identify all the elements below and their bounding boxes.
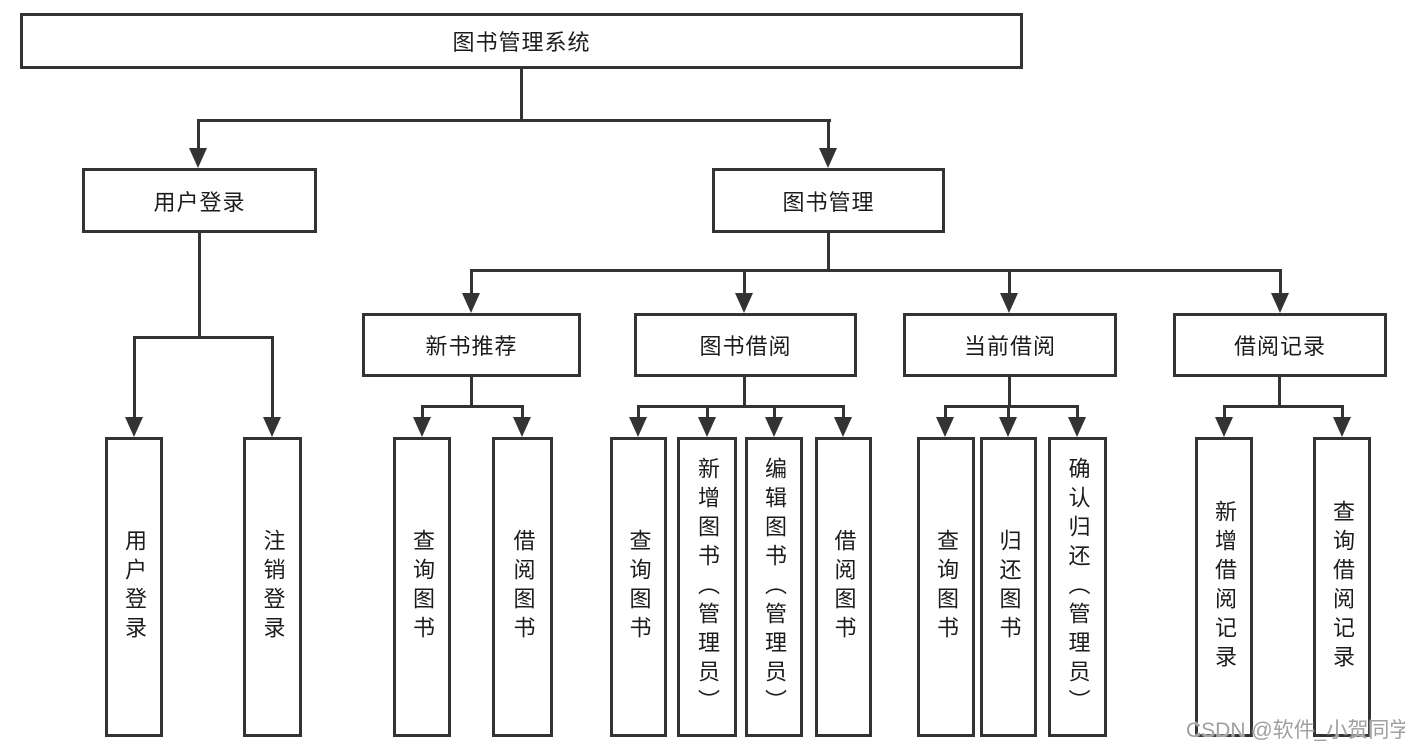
arrowhead-down-icon: [462, 293, 480, 313]
connector-root-stem: [520, 69, 523, 122]
leaf-box-logout: 注销登录: [243, 437, 302, 737]
arrowhead-down-icon: [765, 417, 783, 437]
arrowhead-down-icon: [413, 417, 431, 437]
node-box-book-management: 图书管理: [712, 168, 945, 233]
leaf-label-borrow-book-recommend: 借阅图书: [510, 529, 536, 645]
leaf-box-return-book: 归还图书: [980, 437, 1037, 737]
leaf-box-confirm-return-admin: 确认归还（管理员）: [1048, 437, 1107, 737]
arrowhead-down-icon: [698, 417, 716, 437]
arrowhead-down-icon: [263, 417, 281, 437]
node-label-book-management: 图书管理: [782, 189, 875, 215]
arrowhead-down-icon: [819, 148, 837, 168]
node-box-current-borrowing: 当前借阅: [903, 313, 1117, 377]
csdn-watermark: CSDN @软件_小贺同学: [1186, 719, 1405, 742]
node-box-new-book-recommend: 新书推荐: [362, 313, 581, 377]
leaf-box-add-book-admin: 新增图书（管理员）: [677, 437, 737, 737]
arrowhead-down-icon: [834, 417, 852, 437]
connector-bookborrow-stem: [743, 377, 746, 408]
node-label-current-borrowing: 当前借阅: [963, 334, 1056, 359]
connector-arrow-stem: [197, 119, 200, 153]
node-box-library-system: 图书管理系统: [20, 13, 1023, 69]
leaf-box-query-book-recommend: 查询图书: [393, 437, 451, 737]
arrowhead-down-icon: [629, 417, 647, 437]
leaf-box-user-login: 用户登录: [105, 437, 163, 737]
node-box-borrow-records: 借阅记录: [1173, 313, 1387, 377]
arrowhead-down-icon: [735, 293, 753, 313]
connector-arrow-stem: [470, 269, 473, 297]
connector-currentborrow-stem: [1008, 377, 1011, 408]
leaf-box-query-book-borrowing: 查询图书: [610, 437, 667, 737]
connector-arrow-stem: [421, 405, 424, 423]
leaf-box-add-borrow-record: 新增借阅记录: [1195, 437, 1253, 737]
connector-arrow-stem: [773, 405, 776, 423]
connector-borrowrecords-stem: [1278, 377, 1281, 408]
connector-arrow-stem: [521, 405, 524, 423]
arrowhead-down-icon: [1215, 417, 1233, 437]
leaf-label-add-book-admin: 新增图书（管理员）: [695, 456, 720, 718]
arrowhead-down-icon: [189, 148, 207, 168]
connector-bookmgmt-stem: [827, 233, 830, 271]
connector-userlogin-split: [133, 336, 274, 339]
leaf-box-query-borrow-record: 查询借阅记录: [1313, 437, 1371, 737]
connector-newbook-stem: [470, 377, 473, 408]
arrowhead-down-icon: [1271, 293, 1289, 313]
connector-arrow-stem: [706, 405, 709, 423]
connector-arrow-stem: [133, 336, 136, 422]
node-label-borrow-records: 借阅记录: [1233, 334, 1326, 359]
leaf-label-query-book-recommend: 查询图书: [410, 529, 435, 645]
node-box-book-borrowing: 图书借阅: [634, 313, 857, 377]
connector-level3-split: [470, 269, 1282, 272]
connector-newbook-split: [421, 405, 524, 408]
connector-arrow-stem: [1007, 405, 1010, 423]
arrowhead-down-icon: [1000, 293, 1018, 313]
connector-arrow-stem: [1223, 405, 1226, 423]
node-label-user-login: 用户登录: [153, 189, 246, 215]
leaf-label-query-book-borrowing: 查询图书: [626, 529, 652, 645]
leaf-box-query-book-current: 查询图书: [917, 437, 975, 737]
leaf-label-query-book-current: 查询图书: [934, 529, 959, 645]
connector-arrow-stem: [1279, 269, 1282, 297]
connector-arrow-stem: [1008, 269, 1011, 297]
arrowhead-down-icon: [1068, 417, 1086, 437]
connector-currentborrow-split: [944, 405, 1079, 408]
node-label-library-system: 图书管理系统: [452, 30, 591, 55]
leaf-label-return-book: 归还图书: [996, 529, 1022, 645]
leaf-label-query-borrow-record: 查询借阅记录: [1330, 500, 1355, 674]
connector-bookborrow-split: [637, 405, 845, 408]
connector-arrow-stem: [827, 119, 830, 153]
connector-arrow-stem: [743, 269, 746, 297]
leaf-box-borrow-book: 借阅图书: [815, 437, 872, 737]
leaf-box-edit-book-admin: 编辑图书（管理员）: [745, 437, 803, 737]
connector-borrowrecords-split: [1223, 405, 1344, 408]
leaf-label-add-borrow-record: 新增借阅记录: [1212, 500, 1237, 674]
node-label-book-borrowing: 图书借阅: [699, 334, 792, 359]
connector-arrow-stem: [1341, 405, 1344, 423]
connector-arrow-stem: [637, 405, 640, 423]
leaf-box-borrow-book-recommend: 借阅图书: [492, 437, 553, 737]
arrowhead-down-icon: [936, 417, 954, 437]
leaf-label-logout: 注销登录: [260, 529, 286, 645]
leaf-label-user-login: 用户登录: [122, 529, 147, 645]
leaf-label-borrow-book: 借阅图书: [831, 529, 857, 645]
node-label-new-book-recommend: 新书推荐: [425, 334, 518, 359]
arrowhead-down-icon: [125, 417, 143, 437]
arrowhead-down-icon: [999, 417, 1017, 437]
leaf-label-confirm-return-admin: 确认归还（管理员）: [1065, 456, 1091, 718]
node-box-user-login: 用户登录: [82, 168, 317, 233]
arrowhead-down-icon: [1333, 417, 1351, 437]
connector-arrow-stem: [1076, 405, 1079, 423]
connector-level2-split: [197, 119, 831, 122]
arrowhead-down-icon: [513, 417, 531, 437]
leaf-label-edit-book-admin: 编辑图书（管理员）: [762, 456, 787, 718]
connector-arrow-stem: [842, 405, 845, 423]
connector-arrow-stem: [271, 336, 274, 422]
connector-userlogin-stem: [198, 233, 201, 339]
connector-arrow-stem: [944, 405, 947, 423]
